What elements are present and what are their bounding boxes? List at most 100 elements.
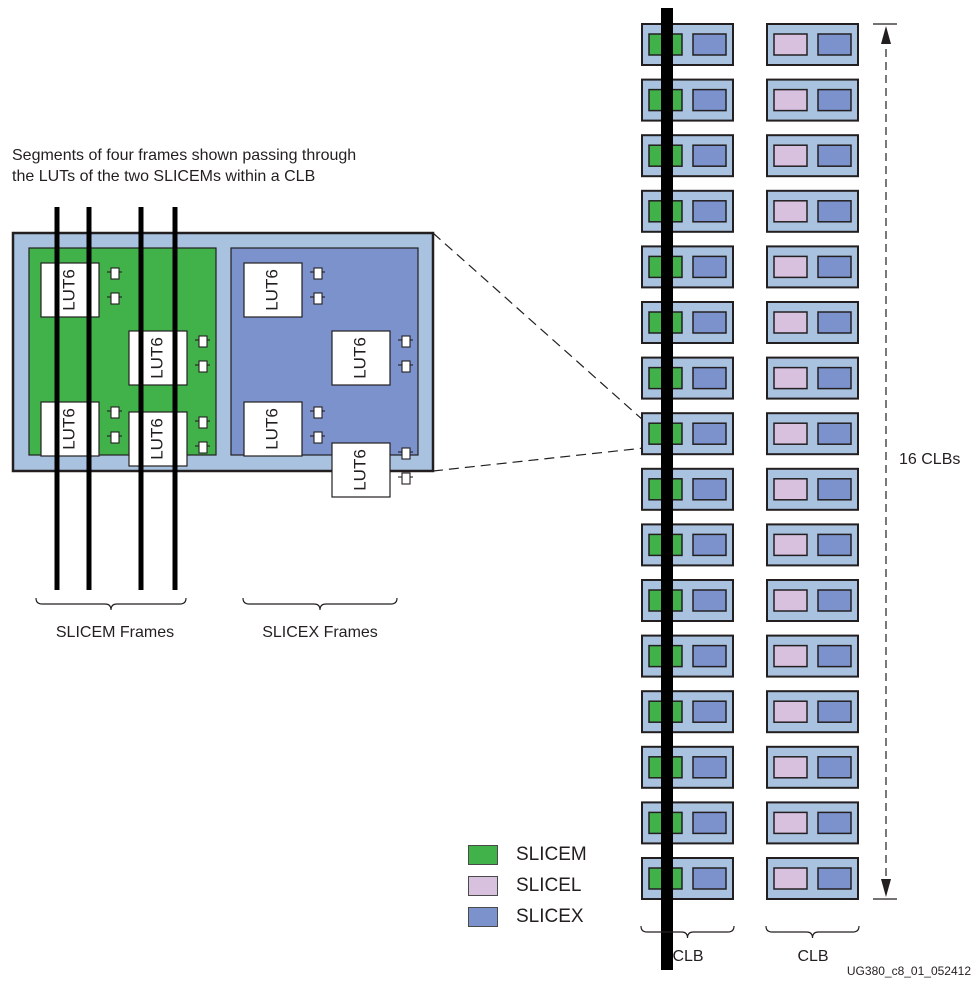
flip-flop-icon [313,267,323,280]
flip-flop-icon [313,406,323,419]
slicel-slice [773,589,808,612]
slicex-slice [817,589,852,612]
lut6-label: LUT6 [350,449,369,491]
flip-flop-icon [198,441,208,454]
legend-item-slicex: SLICEX [468,901,587,932]
slicel-slice [773,533,808,557]
arrowhead-up [881,26,891,44]
flip-flop-icon [110,406,120,419]
legend-label-slicel: SLICEL [516,874,582,896]
lut6-block [331,442,391,498]
flip-flop-icon [110,267,120,280]
flip-flop-icon [198,360,208,373]
slicem-frames-brace [35,597,187,611]
flip-flop-icon [401,360,411,373]
frame-segment-4 [172,207,178,590]
legend: SLICEM SLICEL SLICEX [468,839,587,932]
slicex-slice [817,756,852,779]
slicex-slice [692,700,727,723]
flip-flop-icon [401,335,411,348]
slicel-slice [773,644,808,668]
legend-label-slicem: SLICEM [516,843,587,865]
slicex-slice [817,88,852,112]
clb-column-2 [766,23,859,900]
slicex-slice [692,366,727,390]
slicex-slice [817,811,852,835]
flip-flop-icon [110,292,120,305]
lut6-label: LUT6 [147,337,166,379]
legend-item-slicel: SLICEL [468,870,587,901]
caption-line-1: Segments of four frames shown passing th… [12,147,357,164]
slicel-slice [773,311,808,334]
legend-item-slicem: SLICEM [468,839,587,870]
flip-flop-icon [313,431,323,444]
slicex-slice [692,589,727,612]
flip-flop-icon [110,431,120,444]
lut6-block [243,262,303,318]
flip-flop-icon [198,335,208,348]
slicel-slice [773,33,808,56]
clb-column-1 [641,23,734,900]
slicel-slice [773,756,808,779]
slicex-slice [692,811,727,835]
caption-line-2: the LUTs of the two SLICEMs within a CLB [12,168,316,185]
slicel-slice [773,255,808,279]
slicel-slice [773,811,808,835]
frame-segment-1 [54,207,60,590]
slicex-slice [692,422,727,445]
slicel-slice [773,88,808,112]
slicel-slice [773,478,808,501]
slicex-slice [817,144,852,167]
lut6-label: LUT6 [147,418,166,460]
slicex-slice [692,533,727,557]
slicex-slice [817,422,852,445]
slicex-frames-label: SLICEX Frames [262,624,378,641]
slicex-frames-brace [242,597,398,611]
lut6-block [243,401,303,457]
caption: Segments of four frames shown passing th… [12,145,472,187]
flip-flop-icon [313,292,323,305]
slicex-slice [817,200,852,223]
legend-swatch-slicem [468,844,498,865]
slicel-slice [773,700,808,723]
slicex-slice [692,756,727,779]
slicex-slice [692,33,727,56]
flip-flop-icon [401,472,411,485]
slicex-slice [692,200,727,223]
frame-bar [661,8,673,970]
slicex-slice [817,700,852,723]
zoom-line-top [432,232,643,420]
slicex-slice [692,144,727,167]
slicex-slice [817,255,852,279]
slicel-slice [773,200,808,223]
clb-column-label-1: CLB [672,948,704,965]
slicex-slice [817,33,852,56]
slicex-slice [692,478,727,501]
lut6-label: LUT6 [59,269,78,311]
figure-id: UG380_c8_01_052412 [846,964,971,978]
slicex-slice [692,88,727,112]
slicex-slice [692,644,727,668]
lut6-label: LUT6 [262,408,281,450]
slicex-slice [692,311,727,334]
slicex-slice [817,644,852,668]
slicex-slice [817,366,852,390]
arrowhead-down [881,879,891,897]
sixteen-clbs-label: 16 CLBs [899,451,961,468]
clb-column-label-2: CLB [797,948,829,965]
lut6-label: LUT6 [262,269,281,311]
slicex-slice [817,311,852,334]
frame-segment-2 [86,207,92,590]
slicex-slice [692,867,727,890]
slicex-slice [692,255,727,279]
legend-swatch-slicex [468,906,498,927]
clb-brace-1 [640,925,735,939]
flip-flop-icon [198,416,208,429]
legend-swatch-slicel [468,875,498,896]
slicel-slice [773,867,808,890]
lut6-label: LUT6 [59,408,78,450]
legend-label-slicex: SLICEX [516,905,584,927]
lut6-label: LUT6 [350,337,369,379]
